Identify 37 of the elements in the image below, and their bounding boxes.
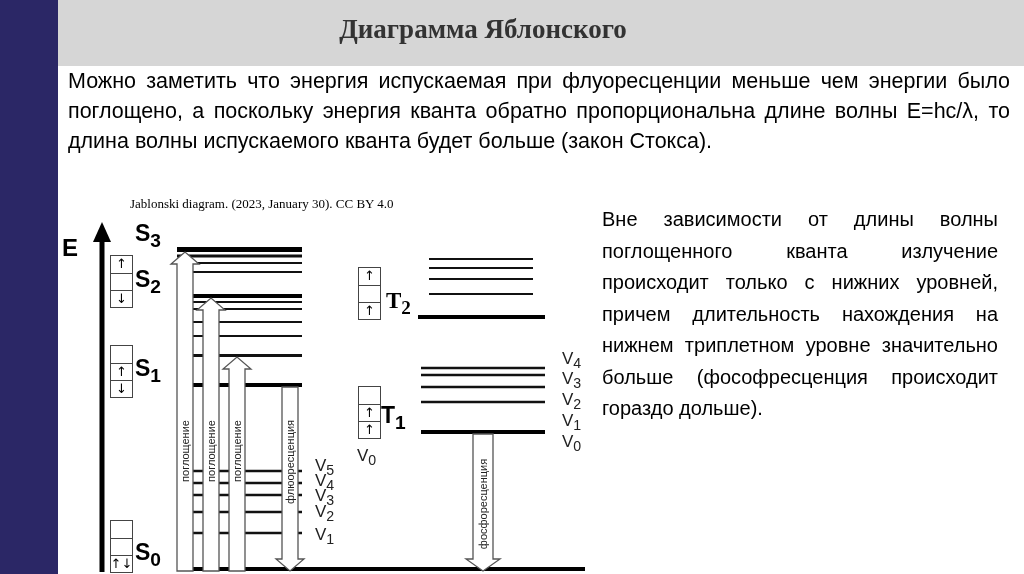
- paragraph: Можно заметить что энергия испускаемая при флуоресценции меньше чем энергии было поглощено, а поскольку энергия кванта обратно пропорциональна длине волны E=hc/λ, то длина волны испускаемого кванта будет больше (закон Стокса).: [68, 68, 1010, 155]
- source-citation: Jablonski diagram. (2023, January 30). CC BY 4.0: [130, 196, 394, 212]
- edge-label: поглощение: [205, 420, 217, 482]
- title: Диаграмма Яблонского: [338, 14, 628, 45]
- edge-label: поглощение: [231, 420, 243, 482]
- spin-symbol: ↑: [363, 267, 376, 285]
- spin-symbol: ↑↓: [110, 555, 133, 573]
- vibrational-level-label: V$_{2}$: [562, 393, 582, 412]
- edge-label: флюоресценция: [284, 419, 296, 505]
- axis-label: E: [62, 236, 78, 260]
- vibrational-level-label: V$_{3}$: [562, 372, 582, 391]
- block-arrow: [463, 433, 503, 572]
- spin-symbol: ↑: [115, 255, 128, 273]
- level-label: S$_{1}$: [135, 355, 161, 387]
- edge-label: фосфоресценция: [477, 458, 489, 550]
- vibrational-level-label: V$_{1}$: [315, 528, 335, 547]
- spin-symbol: ↑: [363, 403, 376, 421]
- level-label: S$_{2}$: [135, 266, 161, 298]
- vibrational-level-label: V$_{1}$: [562, 414, 582, 433]
- spin-symbol: ↑: [363, 302, 376, 320]
- block-arrow: [195, 297, 227, 572]
- edge-label: поглощение: [179, 420, 191, 482]
- paragraph: Вне зависимости от длины волны поглощенного кванта излучение происходит только с нижних уровней, причем длительность нахождения на нижнем триплетном уровне значительно больше (фософресценция происходит гораздо дольше).: [602, 207, 998, 421]
- spin-symbol: ↓: [115, 290, 128, 308]
- block-arrow: [274, 386, 306, 572]
- vibrational-level-label: V$_{0}$: [562, 435, 582, 454]
- spin-symbol: ↓: [115, 380, 128, 398]
- level-label: S$_{3}$: [135, 220, 161, 252]
- level-label: T$_{1}$: [381, 402, 406, 434]
- level-label: S$_{0}$: [135, 539, 161, 571]
- spin-symbol: ↑: [115, 362, 128, 380]
- vibrational-level-label: V$_{0}$: [357, 449, 377, 468]
- level-label: T$_{2}$: [386, 288, 411, 319]
- block-arrow: [221, 356, 253, 572]
- block-arrow: [169, 251, 201, 572]
- spin-symbol: ↑: [363, 421, 376, 439]
- vibrational-level-label: V$_{4}$: [562, 352, 582, 371]
